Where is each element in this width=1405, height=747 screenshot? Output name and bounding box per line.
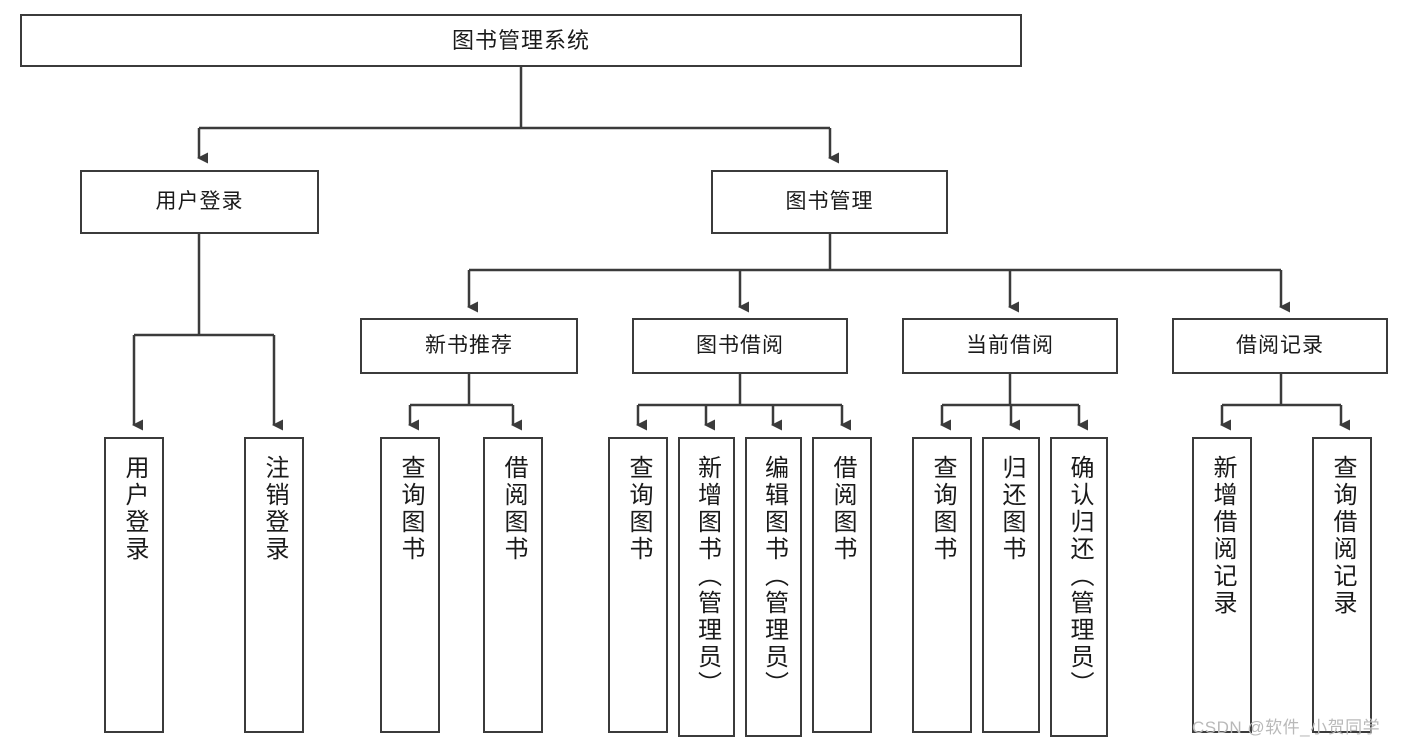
leaf-current-return-book[interactable]: 归还图书 (982, 437, 1040, 733)
leaf-recommend-borrow-book-label: 借阅图书 (500, 455, 527, 563)
leaf-borrow-edit-book-admin-label: 编辑图书（管理员） (760, 455, 788, 698)
leaf-recommend-query-book-label: 查询图书 (397, 455, 424, 563)
node-book-management-label: 图书管理 (785, 189, 874, 213)
leaf-borrow-borrow-book[interactable]: 借阅图书 (812, 437, 872, 733)
node-user-login-label: 用户登录 (155, 189, 244, 213)
node-root-label: 图书管理系统 (451, 27, 590, 53)
leaf-current-query-book-label: 查询图书 (929, 455, 956, 563)
leaf-current-confirm-return-admin-label: 确认归还（管理员） (1066, 455, 1093, 698)
node-current-borrow[interactable]: 当前借阅 (902, 318, 1118, 374)
node-book-borrow-label: 图书借阅 (696, 333, 784, 357)
watermark-csdn: CSDN @软件_小贺同学 (1192, 718, 1381, 737)
leaf-borrow-query-book-label: 查询图书 (625, 455, 652, 563)
leaf-user-login-label: 用户登录 (121, 455, 148, 563)
leaf-logout[interactable]: 注销登录 (244, 437, 304, 733)
leaf-borrow-add-book-admin[interactable]: 新增图书（管理员） (678, 437, 735, 737)
leaf-borrow-borrow-book-label: 借阅图书 (829, 455, 856, 563)
leaf-record-add-record-label: 新增借阅记录 (1209, 455, 1236, 617)
leaf-borrow-edit-book-admin[interactable]: 编辑图书（管理员） (745, 437, 802, 737)
leaf-current-confirm-return-admin[interactable]: 确认归还（管理员） (1050, 437, 1108, 737)
leaf-logout-label: 注销登录 (261, 455, 288, 563)
node-borrow-record-label: 借阅记录 (1236, 333, 1324, 357)
leaf-recommend-borrow-book[interactable]: 借阅图书 (483, 437, 543, 733)
node-borrow-record[interactable]: 借阅记录 (1172, 318, 1388, 374)
node-new-book-recommend[interactable]: 新书推荐 (360, 318, 578, 374)
leaf-record-query-record-label: 查询借阅记录 (1329, 455, 1356, 617)
node-user-login[interactable]: 用户登录 (80, 170, 319, 234)
leaf-current-query-book[interactable]: 查询图书 (912, 437, 972, 733)
node-root-book-management-system[interactable]: 图书管理系统 (20, 14, 1022, 67)
leaf-record-query-record[interactable]: 查询借阅记录 (1312, 437, 1372, 733)
leaf-user-login[interactable]: 用户登录 (104, 437, 164, 733)
leaf-borrow-add-book-admin-label: 新增图书（管理员） (693, 455, 721, 698)
leaf-borrow-query-book[interactable]: 查询图书 (608, 437, 668, 733)
node-book-management[interactable]: 图书管理 (711, 170, 948, 234)
leaf-current-return-book-label: 归还图书 (998, 455, 1025, 563)
leaf-recommend-query-book[interactable]: 查询图书 (380, 437, 440, 733)
node-book-borrow[interactable]: 图书借阅 (632, 318, 848, 374)
node-current-borrow-label: 当前借阅 (966, 333, 1054, 357)
leaf-record-add-record[interactable]: 新增借阅记录 (1192, 437, 1252, 733)
node-new-book-recommend-label: 新书推荐 (425, 333, 513, 357)
